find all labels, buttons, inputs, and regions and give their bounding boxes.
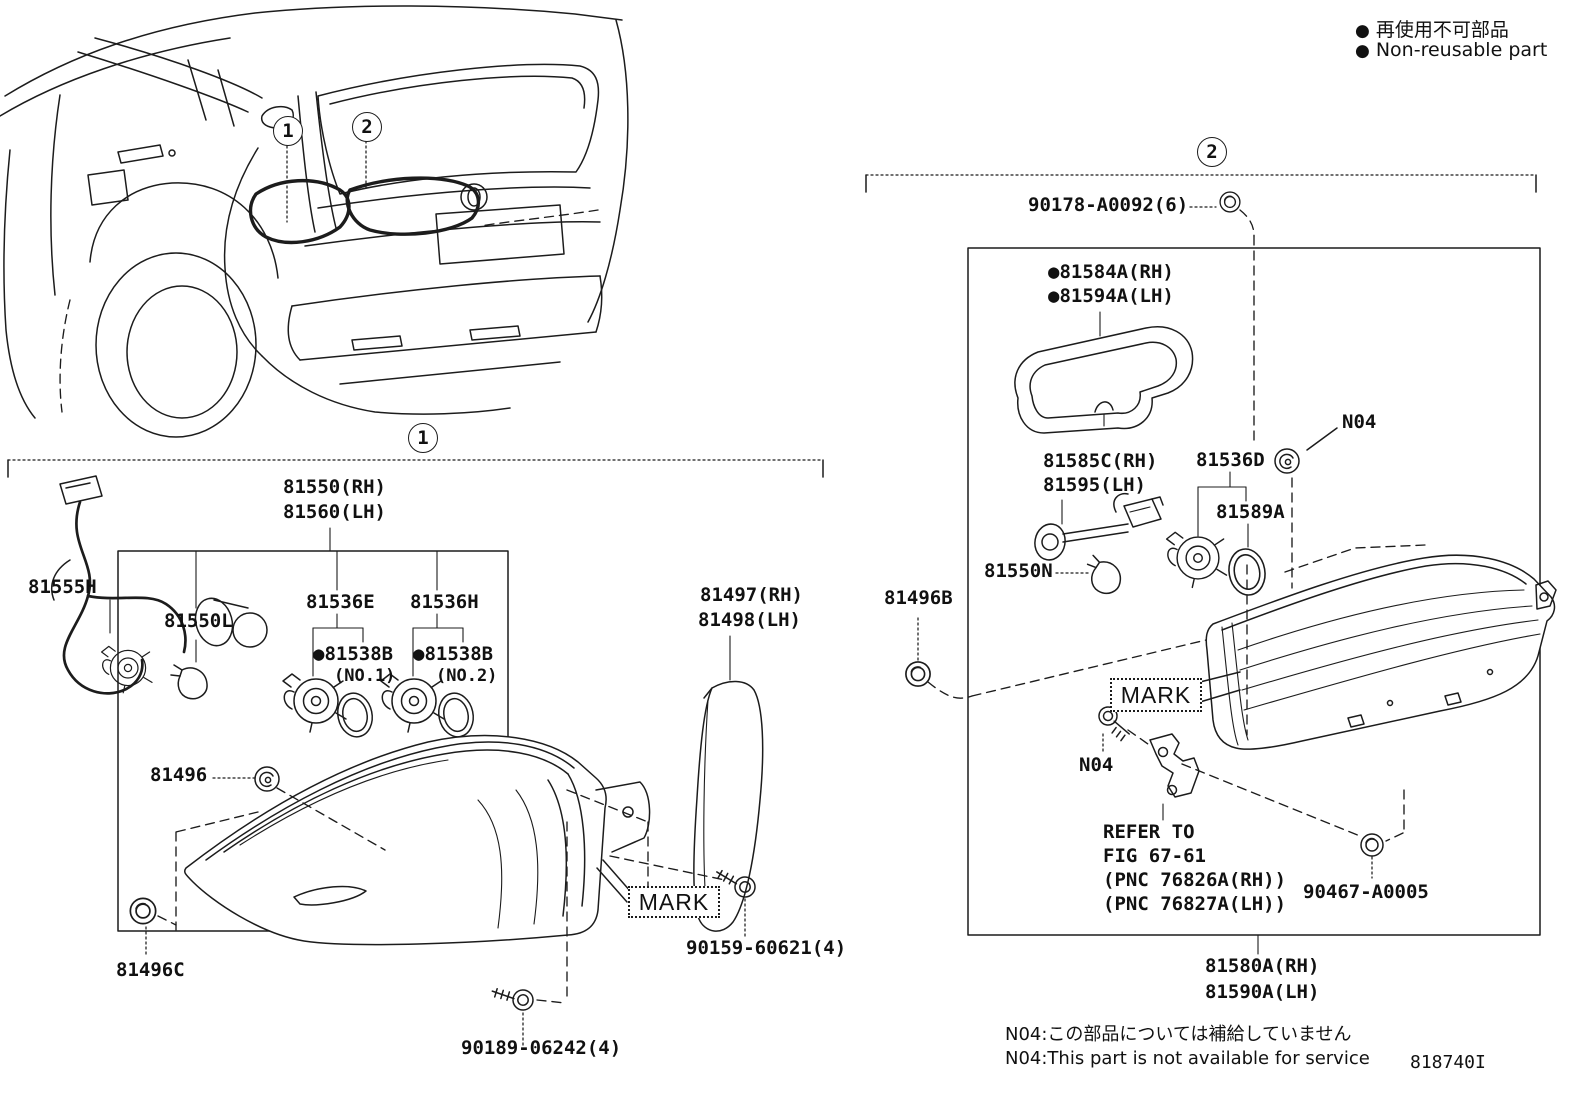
nut-81496b-icon	[905, 661, 931, 687]
legend-jp: ●再使用不可部品	[1355, 19, 1509, 41]
lamp-cover-81497-drawing	[693, 680, 764, 932]
refer-note-line2: FIG 67-61	[1103, 845, 1206, 867]
part-label-81585c-rh: 81585C(RH)	[1043, 450, 1158, 472]
screw-90189-icon	[491, 985, 535, 1013]
part-label-81538b-no1-sub: (NO.1)	[334, 666, 396, 686]
mark-box-2: MARK	[1110, 678, 1202, 712]
part-label-81590a-lh: 81590A(LH)	[1205, 981, 1320, 1003]
tail-lamp-outer-highlight	[248, 179, 351, 245]
section2-group	[865, 174, 1557, 955]
tail-lamp-inner-drawing	[1205, 554, 1557, 750]
callout-2-car: 2	[352, 112, 382, 142]
section1-group	[7, 459, 824, 1049]
callout-2-section: 2	[1197, 137, 1227, 167]
part-label-81550n: 81550N	[984, 560, 1053, 582]
service-note-en: N04:This part is not available for servi…	[1005, 1048, 1370, 1069]
service-note-jp: N04:この部品については補給していません	[1005, 1024, 1352, 1045]
callout-1-section: 1	[408, 423, 438, 453]
tail-lamp-inner-highlight	[345, 176, 480, 236]
part-label-81496b: 81496B	[884, 587, 953, 609]
socket-cord-81585c-drawing	[1034, 492, 1164, 561]
part-label-81584a-rh: ●81584A(RH)	[1048, 261, 1174, 283]
part-label-90159: 90159-60621(4)	[686, 937, 847, 959]
part-label-81550l: 81550L	[164, 610, 233, 632]
part-label-90178: 90178-A0092(6)	[1028, 194, 1189, 216]
part-label-81594a-lh: ●81594A(LH)	[1048, 285, 1174, 307]
part-label-81550-rh: 81550(RH)	[283, 476, 386, 498]
part-label-n04-top: N04	[1342, 411, 1377, 433]
part-label-81589a: 81589A	[1216, 501, 1285, 523]
callout-1-car: 1	[273, 116, 303, 146]
gasket-no2-icon	[434, 689, 478, 741]
part-label-81560-lh: 81560(LH)	[283, 501, 386, 523]
part-label-n04-bottom: N04	[1079, 754, 1114, 776]
part-label-81538b-no2-sub: (NO.2)	[436, 666, 498, 686]
tail-lamp-outer-drawing	[183, 734, 651, 946]
nut-81496c-icon	[129, 897, 157, 925]
part-label-81595-lh: 81595(LH)	[1043, 474, 1146, 496]
part-label-81536h: 81536H	[410, 591, 479, 613]
socket-81536d-icon	[1165, 531, 1228, 589]
part-label-81496: 81496	[150, 764, 208, 786]
seal-gasket-81584a-drawing	[1014, 326, 1194, 434]
part-label-81496c: 81496C	[116, 959, 185, 981]
part-label-81538b-no2: ●81538B	[413, 643, 494, 665]
part-label-81555h: 81555H	[28, 576, 97, 598]
legend-en: ●Non-reusable part	[1355, 39, 1548, 61]
nut-90178-icon	[1219, 191, 1241, 213]
part-label-81580a-rh: 81580A(RH)	[1205, 955, 1320, 977]
part-label-81536e: 81536E	[306, 591, 375, 613]
part-label-81497-rh: 81497(RH)	[700, 584, 803, 606]
non-reusable-bullet-icon: ●	[1355, 21, 1370, 41]
grommet-n04-icon	[1274, 448, 1300, 474]
non-reusable-bullet-icon: ●	[1355, 41, 1370, 61]
car-illustration	[0, 5, 629, 438]
figure-code: 818740I	[1410, 1052, 1486, 1073]
refer-note-line1: REFER TO	[1103, 821, 1195, 843]
part-label-81536d: 81536D	[1196, 449, 1265, 471]
nut-90467-icon	[1360, 833, 1384, 857]
grommet-81496-icon	[254, 766, 280, 792]
mount-bracket-drawing	[1149, 733, 1200, 798]
refer-note-line3: (PNC 76826A(RH))	[1103, 869, 1287, 891]
part-label-81498-lh: 81498(LH)	[698, 609, 801, 631]
part-label-81538b-no1: ●81538B	[313, 643, 394, 665]
refer-note-line4: (PNC 76827A(LH))	[1103, 893, 1287, 915]
bulb-81550l-icon	[170, 664, 208, 700]
mark-box-1: MARK	[628, 886, 720, 918]
bulb-81550n-icon	[1080, 553, 1126, 598]
part-label-90467: 90467-A0005	[1303, 881, 1429, 903]
wire-harness-drawing	[50, 475, 268, 695]
part-label-90189: 90189-06242(4)	[461, 1037, 622, 1059]
